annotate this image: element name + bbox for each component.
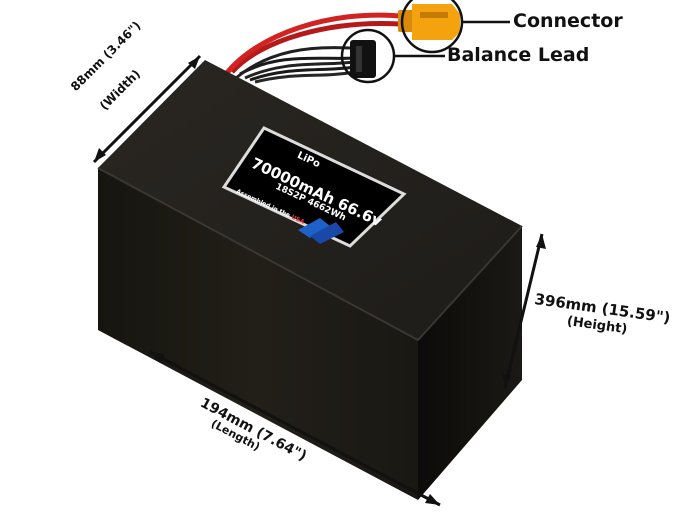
xt-connector [398,4,460,40]
battery-label [221,126,407,248]
balance-plug [350,40,376,78]
height-arrow [502,233,546,389]
width-arrow [92,54,202,164]
battery-front-face [98,168,418,500]
balance-lead-callout: Balance Lead [447,44,590,66]
connector-callout: Connector [513,10,623,32]
length-arrow [149,350,441,507]
battery-side-face [418,226,522,500]
wire-bundle [224,12,401,84]
